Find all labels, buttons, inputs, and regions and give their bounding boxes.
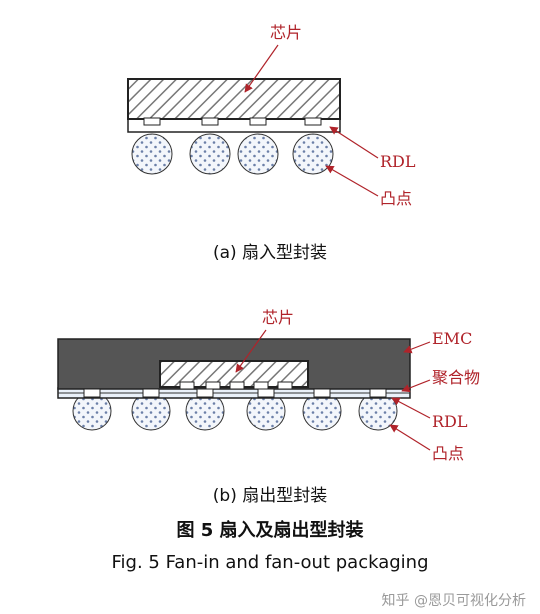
figure-caption-english: Fig. 5 Fan-in and fan-out packaging — [111, 552, 429, 573]
leader-bump-b — [389, 424, 431, 451]
chip-pad — [253, 381, 269, 390]
ubm-pad — [249, 117, 267, 126]
label-bump-b: 凸点 — [432, 444, 464, 463]
figure-caption-chinese: 图 5 扇入及扇出型封装 — [176, 520, 364, 541]
chip-pad — [205, 381, 221, 390]
ubm-pad — [83, 388, 101, 398]
ubm-pad — [257, 388, 275, 398]
label-chip-a: 芯片 — [270, 23, 302, 42]
solder-bump — [237, 133, 279, 175]
label-rdl-b: RDL — [432, 412, 468, 431]
chip-pad — [179, 381, 195, 390]
watermark: 知乎 @恩贝可视化分析 — [381, 593, 526, 609]
ubm-pad — [142, 388, 160, 398]
caption-fan-in: (a) 扇入型封装 — [212, 243, 328, 263]
ubm-pad — [143, 117, 161, 126]
ubm-pad — [201, 117, 219, 126]
leader-chip-b — [235, 329, 267, 373]
fan-in-diagram: 芯片 RDL 凸点 — [127, 23, 416, 208]
leader-chip-a — [244, 44, 279, 93]
solder-bump — [189, 133, 231, 175]
solder-bump — [131, 133, 173, 175]
chip-pad — [277, 381, 293, 390]
leader-emc — [403, 341, 431, 354]
label-emc: EMC — [432, 329, 472, 348]
ubm-pad — [304, 117, 322, 126]
label-rdl-a: RDL — [380, 152, 416, 171]
fan-out-diagram: 芯片 EMC 聚合物 RDL 凸点 — [57, 308, 480, 463]
ubm-pad — [369, 388, 387, 398]
leader-polymer — [401, 379, 431, 393]
caption-fan-out: (b) 扇出型封装 — [212, 486, 328, 506]
chip-pad — [229, 381, 245, 390]
label-polymer: 聚合物 — [432, 368, 480, 387]
leader-rdl-a — [329, 126, 379, 159]
leader-rdl-b — [391, 397, 431, 419]
label-bump-a: 凸点 — [380, 189, 412, 208]
ubm-pad — [313, 388, 331, 398]
ubm-pad — [196, 388, 214, 398]
label-chip-b: 芯片 — [262, 308, 294, 327]
leader-bump-a — [325, 165, 379, 197]
chip — [127, 78, 341, 120]
solder-bump — [292, 133, 334, 175]
